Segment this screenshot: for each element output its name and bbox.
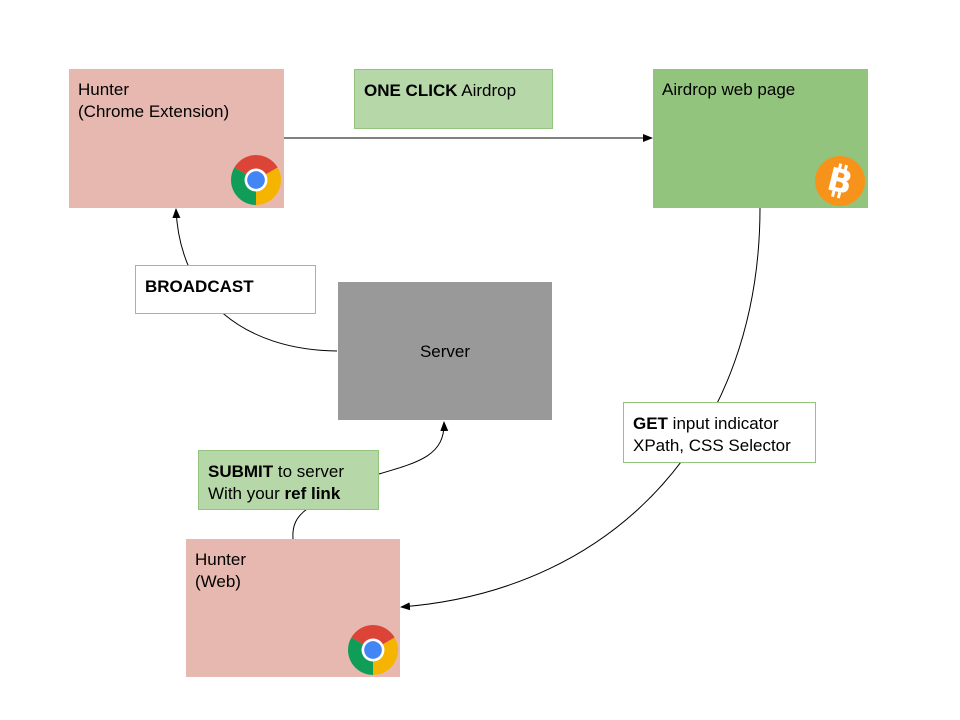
submit-ref-link: ref link xyxy=(284,484,341,503)
hunter-extension-title: Hunter xyxy=(78,80,130,99)
get-bold: GET xyxy=(633,414,668,433)
broadcast-bold: BROADCAST xyxy=(145,277,254,296)
server-title: Server xyxy=(419,342,471,361)
hunter-extension-node: Hunter (Chrome Extension) xyxy=(69,69,284,208)
chrome-icon xyxy=(231,155,281,205)
edge-hunter-web-to-submit xyxy=(292,508,308,540)
one-click-bold: ONE CLICK xyxy=(364,81,458,100)
airdrop-page-title: Airdrop web page xyxy=(662,80,796,99)
get-line2: XPath, CSS Selector xyxy=(633,436,791,455)
edge-airdrop-to-hunter-web xyxy=(400,207,761,611)
edge-submit-to-server xyxy=(378,421,449,475)
hunter-extension-subtitle: (Chrome Extension) xyxy=(78,102,230,121)
hunter-web-node: Hunter (Web) xyxy=(186,539,400,677)
chrome-icon xyxy=(348,625,398,675)
airdrop-page-node: Airdrop web page B xyxy=(653,69,868,208)
one-click-label: ONE CLICK Airdrop xyxy=(354,69,553,129)
server-node: Server xyxy=(338,282,552,420)
get-rest: input indicator xyxy=(667,414,779,433)
submit-bold: SUBMIT xyxy=(208,462,274,481)
broadcast-label: BROADCAST xyxy=(135,265,316,314)
submit-rest: to server xyxy=(273,462,345,481)
hunter-web-title: Hunter xyxy=(195,550,247,569)
hunter-web-subtitle: (Web) xyxy=(195,572,241,591)
bitcoin-icon: B xyxy=(815,156,865,206)
one-click-rest: Airdrop xyxy=(457,81,517,100)
submit-pre: With your xyxy=(208,484,285,503)
